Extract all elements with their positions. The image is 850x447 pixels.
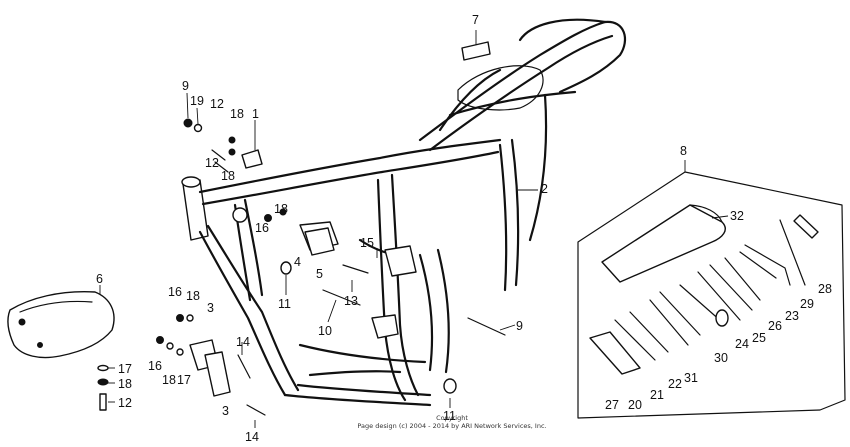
bracket-5	[304, 227, 335, 256]
callout-3: 3	[222, 404, 229, 418]
frame-body	[181, 18, 627, 407]
top-tube	[198, 138, 502, 194]
callout-29: 29	[800, 297, 814, 311]
callout-11: 11	[443, 409, 456, 423]
steering-head	[182, 179, 209, 241]
callout-14: 14	[245, 430, 259, 444]
callout-9: 9	[516, 319, 523, 333]
tool-bag	[601, 204, 726, 283]
callout-1: 1	[252, 107, 259, 121]
callout-28: 28	[818, 282, 832, 296]
callout-16: 16	[168, 285, 182, 299]
callout-20: 20	[628, 398, 642, 412]
callout-21: 21	[650, 388, 664, 402]
copyright-line-1: Copyright	[436, 414, 468, 422]
callout-6: 6	[96, 272, 103, 286]
down-tube	[198, 230, 287, 397]
seat-opening	[457, 65, 544, 111]
callout-18: 18	[162, 373, 176, 387]
callout-14: 14	[236, 335, 250, 349]
callout-26: 26	[768, 319, 782, 333]
callout-22: 22	[668, 377, 682, 391]
copyright-line-2: Page design (c) 2004 - 2014 by ARI Netwo…	[357, 422, 546, 430]
tools	[589, 214, 819, 375]
callout-18: 18	[274, 202, 288, 216]
engine-guard	[7, 290, 115, 359]
callout-7: 7	[472, 13, 479, 27]
callout-12: 12	[205, 156, 219, 170]
callout-13: 13	[344, 294, 358, 308]
callout-4: 4	[294, 255, 301, 269]
callout-23: 23	[785, 309, 799, 323]
bracket-1	[241, 149, 263, 169]
callout-15: 15	[360, 236, 374, 250]
callout-10: 10	[318, 324, 332, 338]
callout-3: 3	[207, 301, 214, 315]
steering-head-top	[181, 176, 201, 188]
callout-18: 18	[230, 107, 244, 121]
frame-number-plate	[461, 41, 491, 61]
callout-8: 8	[680, 144, 687, 158]
callout-31: 31	[684, 371, 698, 385]
callout-5: 5	[316, 267, 323, 281]
rear-strut	[498, 143, 508, 292]
callout-11: 11	[278, 297, 291, 311]
callout-18: 18	[221, 169, 235, 183]
callout-27: 27	[605, 398, 619, 412]
bolts	[211, 149, 506, 416]
callout-labels: 7 9 19 12 18 1 12 18 8 2 32 18 16 4 5 15…	[96, 13, 832, 444]
callout-30: 30	[714, 351, 728, 365]
callout-18: 18	[118, 377, 132, 391]
leader-lines	[99, 30, 729, 428]
fasteners	[97, 118, 457, 411]
callout-12: 12	[210, 97, 224, 111]
callout-17: 17	[118, 362, 132, 376]
callout-32: 32	[730, 209, 744, 223]
callout-18: 18	[186, 289, 200, 303]
bracket-3-lower	[204, 351, 231, 397]
rear-rail	[418, 20, 607, 142]
callout-17: 17	[177, 373, 191, 387]
callout-16: 16	[148, 359, 162, 373]
cradle-bottom	[283, 393, 432, 407]
callout-2: 2	[541, 182, 548, 196]
callout-16: 16	[255, 221, 269, 235]
callout-9: 9	[182, 79, 189, 93]
tool-kit-box	[577, 171, 846, 419]
callout-19: 19	[190, 94, 204, 108]
rear-loop	[558, 20, 627, 94]
callout-25: 25	[752, 331, 766, 345]
callout-24: 24	[735, 337, 749, 351]
seat-tube	[376, 178, 407, 402]
callout-12: 12	[118, 396, 132, 410]
